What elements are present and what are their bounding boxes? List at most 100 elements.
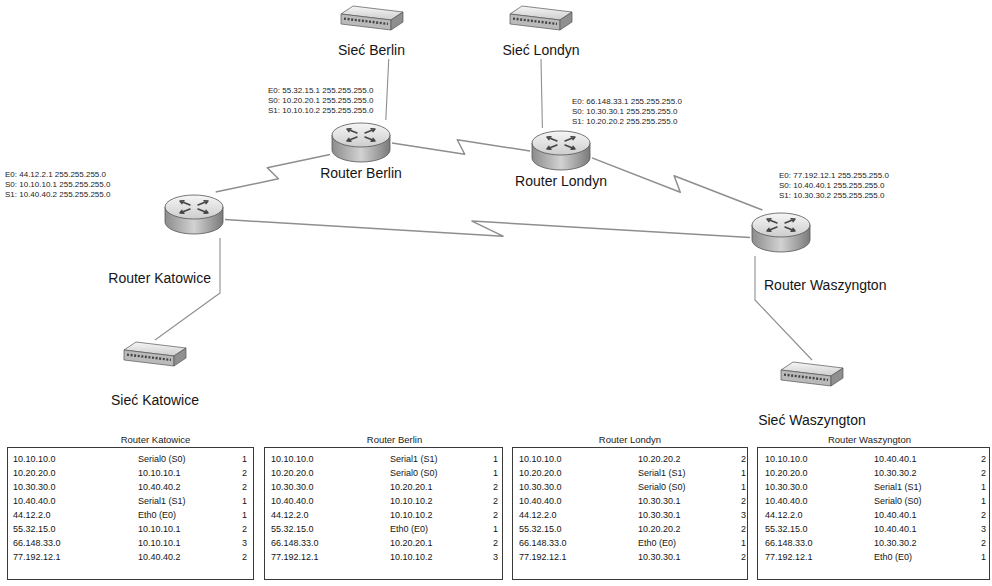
table-cell: 10.10.10.0 (13, 452, 138, 466)
interface-config: S0: 10.40.40.1 255.255.255.0 (779, 181, 884, 191)
table-cell: 10.10.10.0 (271, 452, 390, 466)
table-cell: 2 (242, 480, 253, 494)
table-cell: 10.40.40.1 (874, 508, 981, 522)
network-switch: Sieć Waszyngton (757, 360, 867, 429)
table-cell: 10.40.40.2 (138, 550, 242, 564)
network-switch: Sieć Berlin (337, 4, 406, 59)
table-cell: 2 (242, 550, 253, 564)
table-cell: 10.40.40.0 (271, 494, 390, 508)
table-cell: Eth0 (E0) (138, 508, 242, 522)
network-label: Sieć Waszyngton (757, 412, 867, 429)
routing-table: Router Londyn10.10.10.010.20.20.2210.20.… (512, 447, 748, 580)
table-cell: 3 (493, 550, 502, 564)
table-cell: Eth0 (E0) (390, 522, 493, 536)
ethernet-link (155, 238, 220, 340)
switch-icon (339, 4, 405, 34)
table-cell: 10.30.30.2 (874, 536, 981, 550)
table-cell: 2 (981, 452, 989, 466)
table-cell: Serial1 (S1) (138, 494, 242, 508)
router-label: Router Berlin (320, 165, 402, 182)
table-cell: 2 (981, 466, 989, 480)
table-heading: Router Waszyngton (828, 434, 911, 445)
table-cell: 10.10.10.1 (138, 466, 242, 480)
table-cell: 10.20.20.0 (13, 466, 138, 480)
ethernet-link (755, 256, 812, 360)
table-cell: 1 (981, 480, 989, 494)
table-cell: 77.192.12.1 (765, 550, 874, 564)
interface-config: S1: 10.10.10.2 255.255.255.0 (268, 106, 373, 116)
switch-icon (508, 4, 574, 34)
table-cell: 77.192.12.1 (13, 550, 138, 564)
switch-icon (122, 340, 188, 370)
table-cell: 1 (242, 508, 253, 522)
router-icon (330, 120, 392, 166)
table-cell: 1 (981, 494, 989, 508)
table-cell: 10.20.20.2 (638, 452, 741, 466)
table-cell: 1 (981, 550, 989, 564)
interface-config: S0: 10.10.10.1 255.255.255.0 (5, 180, 110, 190)
table-heading: Router Berlin (367, 434, 422, 445)
table-cell: 10.30.30.2 (874, 466, 981, 480)
table-cell: 10.20.20.0 (271, 466, 390, 480)
table-cell: Eth0 (E0) (874, 550, 981, 564)
table-heading: Router Londyn (599, 434, 661, 445)
table-cell: Serial1 (S1) (390, 452, 493, 466)
table-cell: 2 (981, 536, 989, 550)
interface-config: E0: 55.32.15.1 255.255.255.0 (268, 86, 373, 96)
table-cell: 44.12.2.0 (519, 508, 638, 522)
interface-config: E0: 77.192.12.1 255.255.255.0 (779, 171, 889, 181)
table-cell: 10.10.10.1 (138, 536, 242, 550)
routing-table: Router Berlin10.10.10.0Serial1 (S1)110.2… (264, 447, 503, 580)
table-grid: 10.10.10.0Serial1 (S1) 1 10.20.20.0Serial0… (265, 448, 502, 564)
serial-link (216, 155, 330, 193)
table-cell: 66.148.33.0 (13, 536, 138, 550)
network-label: Sieć Katowice (110, 392, 200, 409)
table-cell: 10.40.40.0 (13, 494, 138, 508)
table-cell: 10.40.40.1 (874, 452, 981, 466)
router-shape (165, 195, 223, 234)
switch-shape (781, 362, 843, 386)
table-grid: 10.10.10.0Serial0 (S0)110.20.20.010.10.1… (8, 448, 253, 564)
table-grid: 10.10.10.010.20.20.2210.20.20.0Serial1 (… (513, 448, 747, 564)
table-cell: 1 (242, 452, 253, 466)
ethernet-link (386, 59, 389, 120)
table-cell: 10.30.30.1 (638, 494, 741, 508)
table-cell: 10.10.10.0 (519, 452, 638, 466)
router-shape (332, 123, 390, 162)
table-cell: 10.20.20.1 (390, 536, 493, 550)
network-label: Sieć Londyn (501, 42, 581, 59)
router-label: Router Londyn (515, 173, 607, 190)
table-cell: 10.10.10.2 (390, 550, 493, 564)
table-cell: 2 (242, 466, 253, 480)
table-cell: 55.32.15.0 (765, 522, 874, 536)
table-cell: 1 (493, 522, 502, 536)
table-cell: 2 (493, 536, 502, 550)
switch-shape (510, 6, 572, 30)
table-cell: Serial0 (S0) (390, 466, 493, 480)
switch-icon (779, 360, 845, 390)
table-cell: 10.40.40.0 (765, 494, 874, 508)
router-icon (750, 210, 812, 256)
routing-table: Router Katowice10.10.10.0Serial0 (S0)110… (7, 447, 254, 580)
router-icon (530, 128, 592, 174)
edge-group (155, 59, 812, 360)
table-grid: 10.10.10.010.40.40.1210.20.20.010.30.30.… (758, 448, 989, 564)
network-switch: Sieć Katowice (110, 340, 200, 409)
interface-config: S0: 10.30.30.1 255.255.255.0 (572, 107, 677, 117)
ethernet-link (541, 59, 542, 128)
table-cell: 10.40.40.1 (874, 522, 981, 536)
table-cell: 2 (741, 522, 747, 536)
switch-shape (341, 6, 403, 30)
table-cell: 10.20.20.0 (519, 466, 638, 480)
network-label: Sieć Berlin (337, 42, 406, 59)
router: Router Berlin (330, 120, 392, 166)
table-cell: Serial0 (S0) (638, 480, 741, 494)
table-cell: 66.148.33.0 (765, 536, 874, 550)
table-cell: 55.32.15.0 (13, 522, 138, 536)
table-cell: 77.192.12.1 (271, 550, 390, 564)
table-cell: 10.30.30.1 (638, 508, 741, 522)
table-cell: Serial0 (S0) (138, 452, 242, 466)
table-cell: 2 (242, 522, 253, 536)
table-cell: 10.20.20.0 (765, 466, 874, 480)
